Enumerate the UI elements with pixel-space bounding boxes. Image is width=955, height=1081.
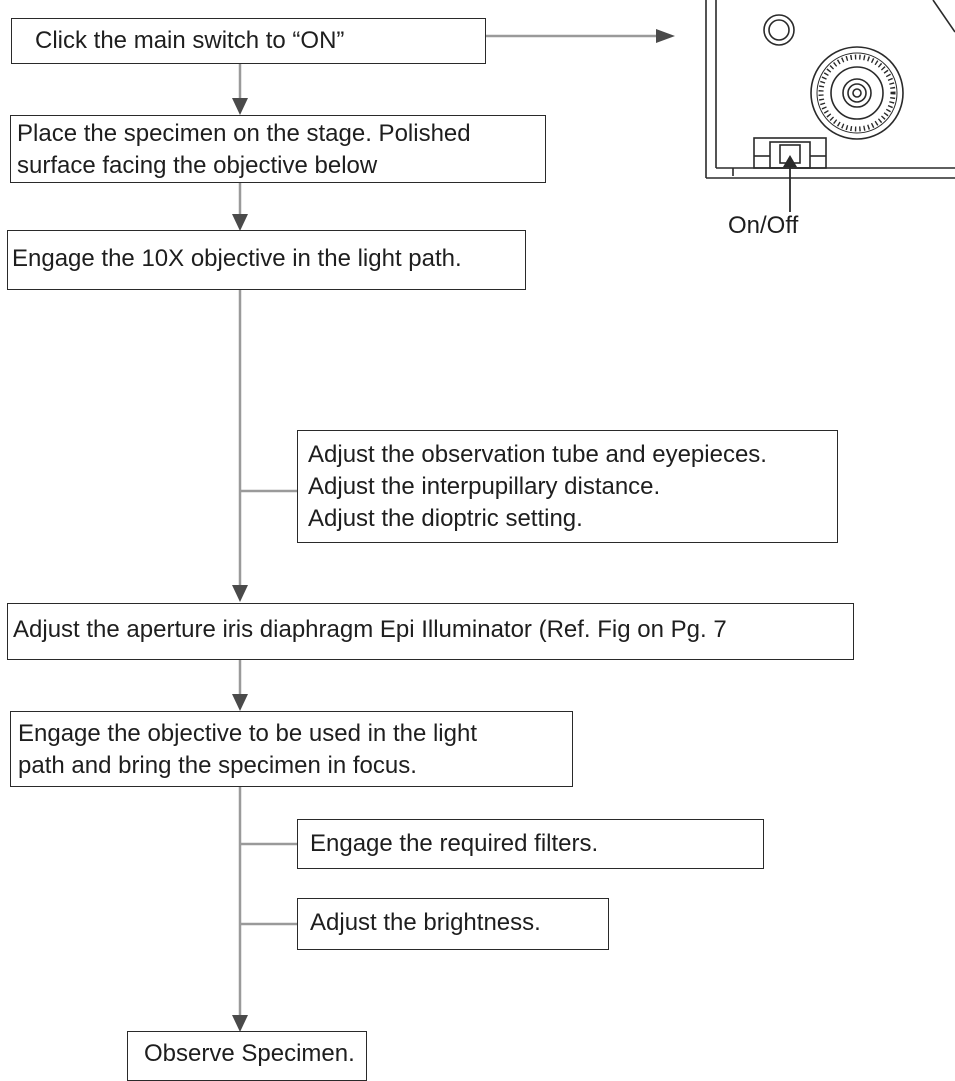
arrowhead-3 [232,585,248,602]
focus-dial-icon [810,46,904,140]
step-place-specimen-line-2: surface facing the objective below [17,152,378,179]
step-adjust-tube-line-2: Adjust the interpupillary distance. [308,473,661,500]
on-off-label: On/Off [728,212,799,239]
microscope-base-illustration [705,0,955,212]
step-adjust-tube-line-1: Adjust the observation tube and eyepiece… [308,441,767,468]
arrowhead-5 [232,1015,248,1032]
round-knob-icon [763,14,795,46]
step-place-specimen-line-1: Place the specimen on the stage. Polishe… [17,120,471,147]
step-filters: Engage the required filters. [297,819,764,869]
step-engage-objective-line-1: Engage the objective to be used in the l… [18,720,477,747]
step-adjust-tube: Adjust the observation tube and eyepiece… [297,430,838,543]
step-observe-text: Observe Specimen. [144,1040,355,1067]
arrowhead-2 [232,214,248,231]
step-brightness: Adjust the brightness. [297,898,609,950]
step-engage-10x-text: Engage the 10X objective in the light pa… [12,245,462,272]
step-engage-objective-line-2: path and bring the specimen in focus. [18,752,417,779]
step-place-specimen: Place the specimen on the stage. Polishe… [10,115,546,183]
arrowhead-pointer [656,29,675,43]
step-main-switch-text: Click the main switch to “ON” [35,27,345,54]
step-brightness-text: Adjust the brightness. [310,909,541,936]
step-main-switch: Click the main switch to “ON” [11,18,486,64]
step-adjust-tube-line-3: Adjust the dioptric setting. [308,505,583,532]
arrowhead-4 [232,694,248,711]
arrowhead-1 [232,98,248,115]
step-engage-10x: Engage the 10X objective in the light pa… [7,230,526,290]
step-filters-text: Engage the required filters. [310,830,599,857]
step-aperture-iris-text: Adjust the aperture iris diaphragm Epi I… [13,616,727,643]
flowchart-connectors [232,0,955,1032]
on-off-arrowhead-icon [783,155,797,167]
step-observe: Observe Specimen. [127,1031,367,1081]
step-engage-objective: Engage the objective to be used in the l… [10,711,573,787]
step-aperture-iris: Adjust the aperture iris diaphragm Epi I… [7,603,854,660]
microscope-setup-flowchart: Click the main switch to “ON” Place the … [7,0,955,1081]
